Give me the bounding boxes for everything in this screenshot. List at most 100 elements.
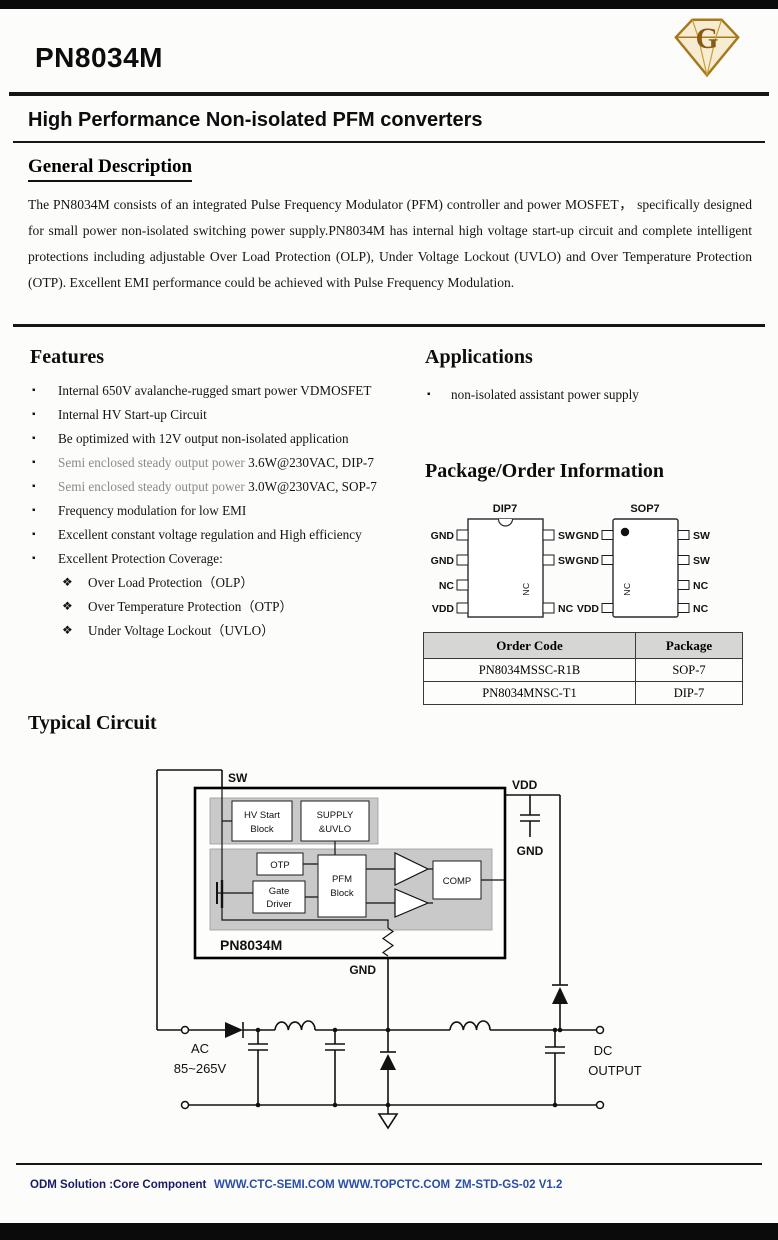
- protection-item: ❖Over Load Protection（OLP）: [62, 575, 254, 590]
- footer-doc-code: ZM-STD-GS-02 V1.2: [455, 1179, 563, 1191]
- section-divider: [13, 324, 765, 327]
- typical-circuit-diagram: HV Start Block SUPPLY &UVLO OTP Gate Dri…: [156, 769, 642, 1130]
- applications-list: ▪non-isolated assistant power supply: [427, 386, 737, 403]
- supply-uvlo-block: [300, 800, 370, 842]
- gnd-label: GND: [349, 963, 376, 977]
- protection-item: ❖Over Temperature Protection（OTP）: [62, 599, 293, 614]
- vdd-diode-icon: [552, 984, 568, 1004]
- ac-input-label: AC: [191, 1041, 209, 1056]
- dip7-pin-label: VDD: [432, 603, 455, 615]
- otp-label: OTP: [270, 860, 290, 871]
- square-bullet-icon: ▪: [32, 529, 36, 540]
- gate-driver-label: Gate: [269, 886, 290, 897]
- order-table-header-row: Order Code Package: [423, 632, 743, 659]
- comparator-icon: [394, 852, 430, 886]
- gnd-label: GND: [517, 844, 544, 858]
- scan-edge-bottom: [0, 1223, 778, 1240]
- typical-circuit-heading: Typical Circuit: [28, 712, 157, 734]
- diamond-bullet-icon: ❖: [62, 623, 73, 637]
- document-title: High Performance Non-isolated PFM conver…: [28, 109, 483, 131]
- diamond-bullet-icon: ❖: [62, 599, 73, 613]
- footer-company: ODM Solution :Core Component: [30, 1179, 207, 1191]
- sense-resistor-icon: [381, 927, 395, 957]
- sop7-pin-label: SW: [693, 530, 710, 542]
- feature-item: ▪Semi enclosed steady output power 3.6W@…: [32, 455, 374, 470]
- features-list: ▪Internal 650V avalanche-rugged smart po…: [32, 382, 417, 646]
- square-bullet-icon: ▪: [32, 433, 36, 444]
- input-diode-icon: [225, 1022, 244, 1038]
- package-order-heading: Package/Order Information: [425, 460, 665, 482]
- sw-net-label: SW: [228, 771, 248, 785]
- feature-item: ▪Semi enclosed steady output power 3.0W@…: [32, 479, 377, 494]
- table-row: PN8034MNSC-T1 DIP-7: [423, 681, 743, 705]
- junction-dots: [255, 1027, 563, 1108]
- dc-output-terminals: [595, 1025, 605, 1110]
- supply-label: SUPPLY: [317, 810, 354, 821]
- feature-item: ▪Be optimized with 12V output non-isolat…: [32, 431, 349, 446]
- square-bullet-icon: ▪: [32, 553, 36, 564]
- logo-letter: G: [696, 23, 719, 55]
- gate-driver-label: Driver: [266, 899, 291, 910]
- footer-divider: [16, 1163, 762, 1165]
- pfm-block: [317, 854, 367, 918]
- sop7-pins: [601, 530, 690, 613]
- package-diagrams: DIP7 GND GND NC VDD SW SW NC NC SOP7: [431, 503, 710, 618]
- feature-item: ▪Internal 650V avalanche-rugged smart po…: [32, 383, 372, 398]
- page-title: PN8034M: [35, 42, 164, 73]
- hv-start-block: [231, 800, 293, 842]
- package-cell: DIP-7: [635, 681, 743, 705]
- ac-input-terminals: [180, 1025, 190, 1110]
- sop7-pin-label: GND: [576, 555, 600, 567]
- sop7-pin-label: SW: [693, 555, 710, 567]
- comparator-icon: [394, 888, 430, 918]
- package-cell: SOP-7: [635, 658, 743, 682]
- header-divider: [9, 92, 769, 96]
- supply-label: &UVLO: [319, 824, 351, 835]
- square-bullet-icon: ▪: [32, 409, 36, 420]
- pfm-label: Block: [330, 888, 353, 899]
- dc-output-label: OUTPUT: [588, 1063, 642, 1078]
- features-heading: Features: [30, 346, 105, 368]
- dip7-pin-label: NC: [439, 580, 455, 592]
- order-table: Order Code Package PN8034MSSC-R1B SOP-7 …: [423, 632, 743, 705]
- protection-item: ❖Under Voltage Lockout（UVLO）: [62, 623, 275, 638]
- table-row: PN8034MSSC-R1B SOP-7: [423, 658, 743, 682]
- application-item: ▪non-isolated assistant power supply: [427, 387, 639, 402]
- package-header: Package: [635, 632, 743, 659]
- sop7-marking: NC: [622, 582, 632, 595]
- chip-name-label: PN8034M: [220, 937, 282, 953]
- sop7-pin1-dot: [620, 527, 630, 537]
- dip7-pin-label: SW: [558, 530, 575, 542]
- scan-edge-top: [0, 0, 778, 9]
- sop7-pin-label: GND: [576, 530, 600, 542]
- dc-output-label: DC: [594, 1043, 613, 1058]
- applications-heading: Applications: [425, 346, 533, 368]
- title-divider: [13, 141, 765, 143]
- square-bullet-icon: ▪: [32, 505, 36, 516]
- dip7-marking: NC: [521, 582, 531, 595]
- otp-block: [256, 852, 304, 876]
- order-code-cell: PN8034MSSC-R1B: [423, 658, 636, 682]
- dip7-package-diagram: DIP7 GND GND NC VDD SW SW NC NC: [431, 503, 575, 618]
- comp-label: COMP: [443, 876, 472, 887]
- square-bullet-icon: ▪: [32, 457, 36, 468]
- sop7-pin-label: NC: [693, 580, 709, 592]
- order-code-header: Order Code: [423, 632, 636, 659]
- dip7-pin-label: SW: [558, 555, 575, 567]
- sop7-label: SOP7: [630, 503, 659, 515]
- vdd-net-label: VDD: [512, 778, 538, 792]
- dip7-pin-label: GND: [431, 555, 455, 567]
- feature-item: ▪Internal HV Start-up Circuit: [32, 407, 207, 422]
- dip7-pin-label: GND: [431, 530, 455, 542]
- dip7-body: [467, 518, 544, 618]
- dip7-pin-label: NC: [558, 603, 574, 615]
- feature-item: ▪Excellent Protection Coverage:: [32, 551, 223, 566]
- sop7-pin-label: NC: [693, 603, 709, 615]
- gate-driver-block: [252, 880, 306, 914]
- freewheel-diode-icon: [380, 1051, 396, 1070]
- diamond-bullet-icon: ❖: [62, 575, 73, 589]
- hv-start-label: Block: [250, 824, 273, 835]
- dip7-label: DIP7: [493, 503, 517, 515]
- feature-item: ▪Excellent constant voltage regulation a…: [32, 527, 362, 542]
